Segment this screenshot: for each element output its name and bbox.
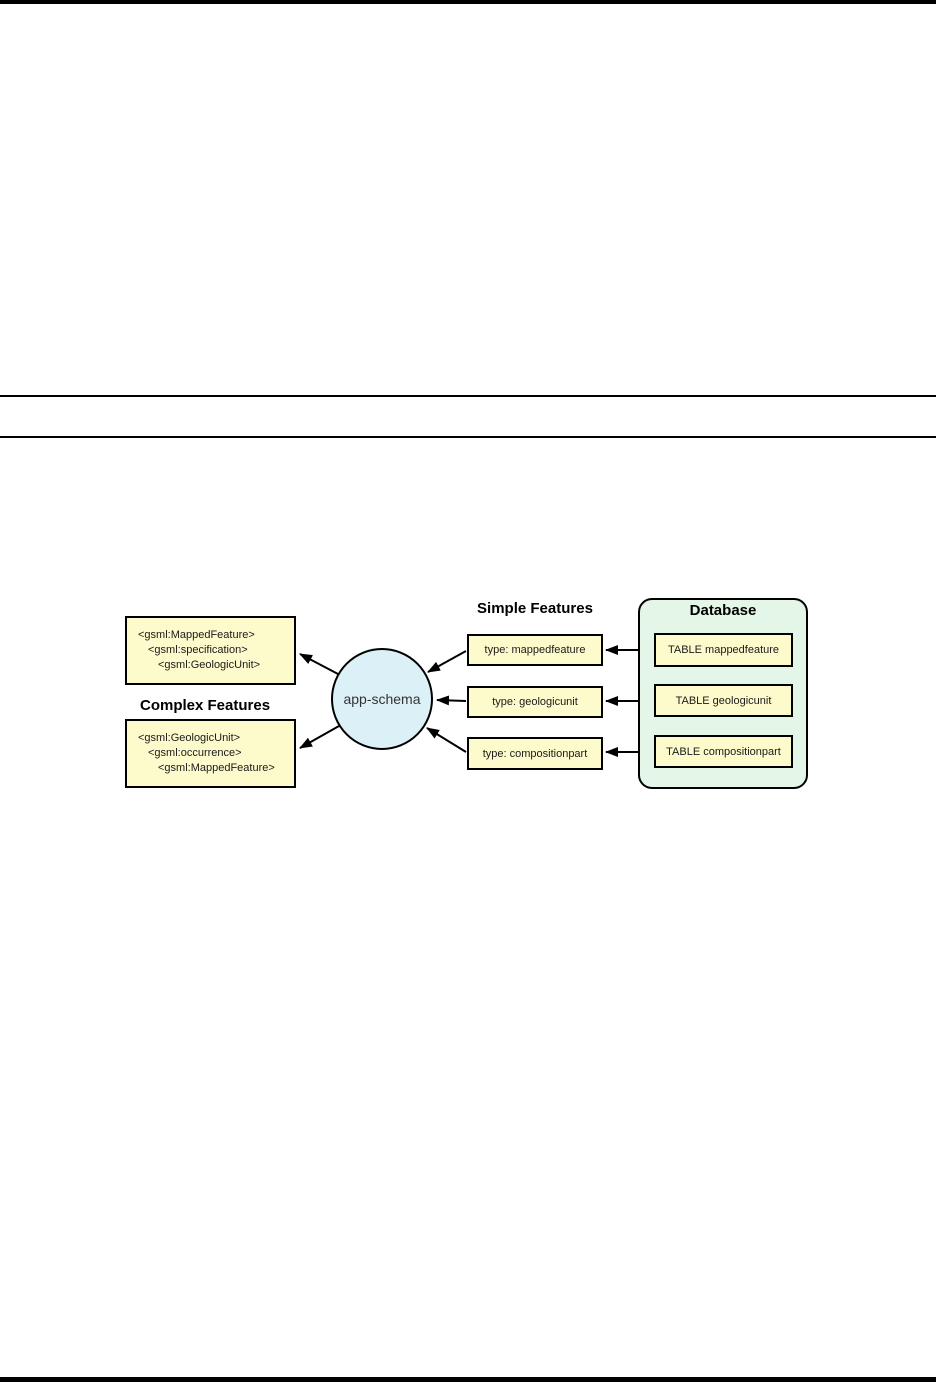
- gml-code-line: <gsml:MappedFeature>: [158, 762, 275, 774]
- gml-code-line: <gsml:GeologicUnit>: [138, 732, 241, 744]
- database-label: Database: [689, 602, 757, 619]
- page-top-border: [0, 0, 936, 4]
- gml-code-line: <gsml:specification>: [148, 644, 248, 656]
- simple-features-label: Simple Features: [477, 600, 593, 617]
- simple-feature-type-mappedfeature: type: mappedfeature: [467, 634, 603, 666]
- complex-feature-box-geologicunit: <gsml:GeologicUnit> <gsml:occurrence> <g…: [125, 719, 296, 788]
- page-bottom-border: [0, 1377, 936, 1382]
- app-schema-label: app-schema: [343, 691, 421, 707]
- complex-features-label: Complex Features: [140, 697, 271, 714]
- simple-feature-type-compositionpart: type: compositionpart: [467, 737, 603, 770]
- database-table-geologicunit: TABLE geologicunit: [654, 684, 793, 717]
- horizontal-rule-upper: [0, 395, 936, 397]
- gml-code-line: <gsml:MappedFeature>: [138, 629, 255, 641]
- complex-feature-box-mappedfeature: <gsml:MappedFeature> <gsml:specification…: [125, 616, 296, 685]
- gml-code-line: <gsml:occurrence>: [148, 747, 242, 759]
- database-table-compositionpart: TABLE compositionpart: [654, 735, 793, 768]
- app-schema-node: app-schema: [331, 648, 433, 750]
- simple-feature-type-geologicunit: type: geologicunit: [467, 686, 603, 718]
- gml-code-line: <gsml:GeologicUnit>: [158, 659, 261, 671]
- database-table-mappedfeature: TABLE mappedfeature: [654, 633, 793, 667]
- horizontal-rule-lower: [0, 436, 936, 438]
